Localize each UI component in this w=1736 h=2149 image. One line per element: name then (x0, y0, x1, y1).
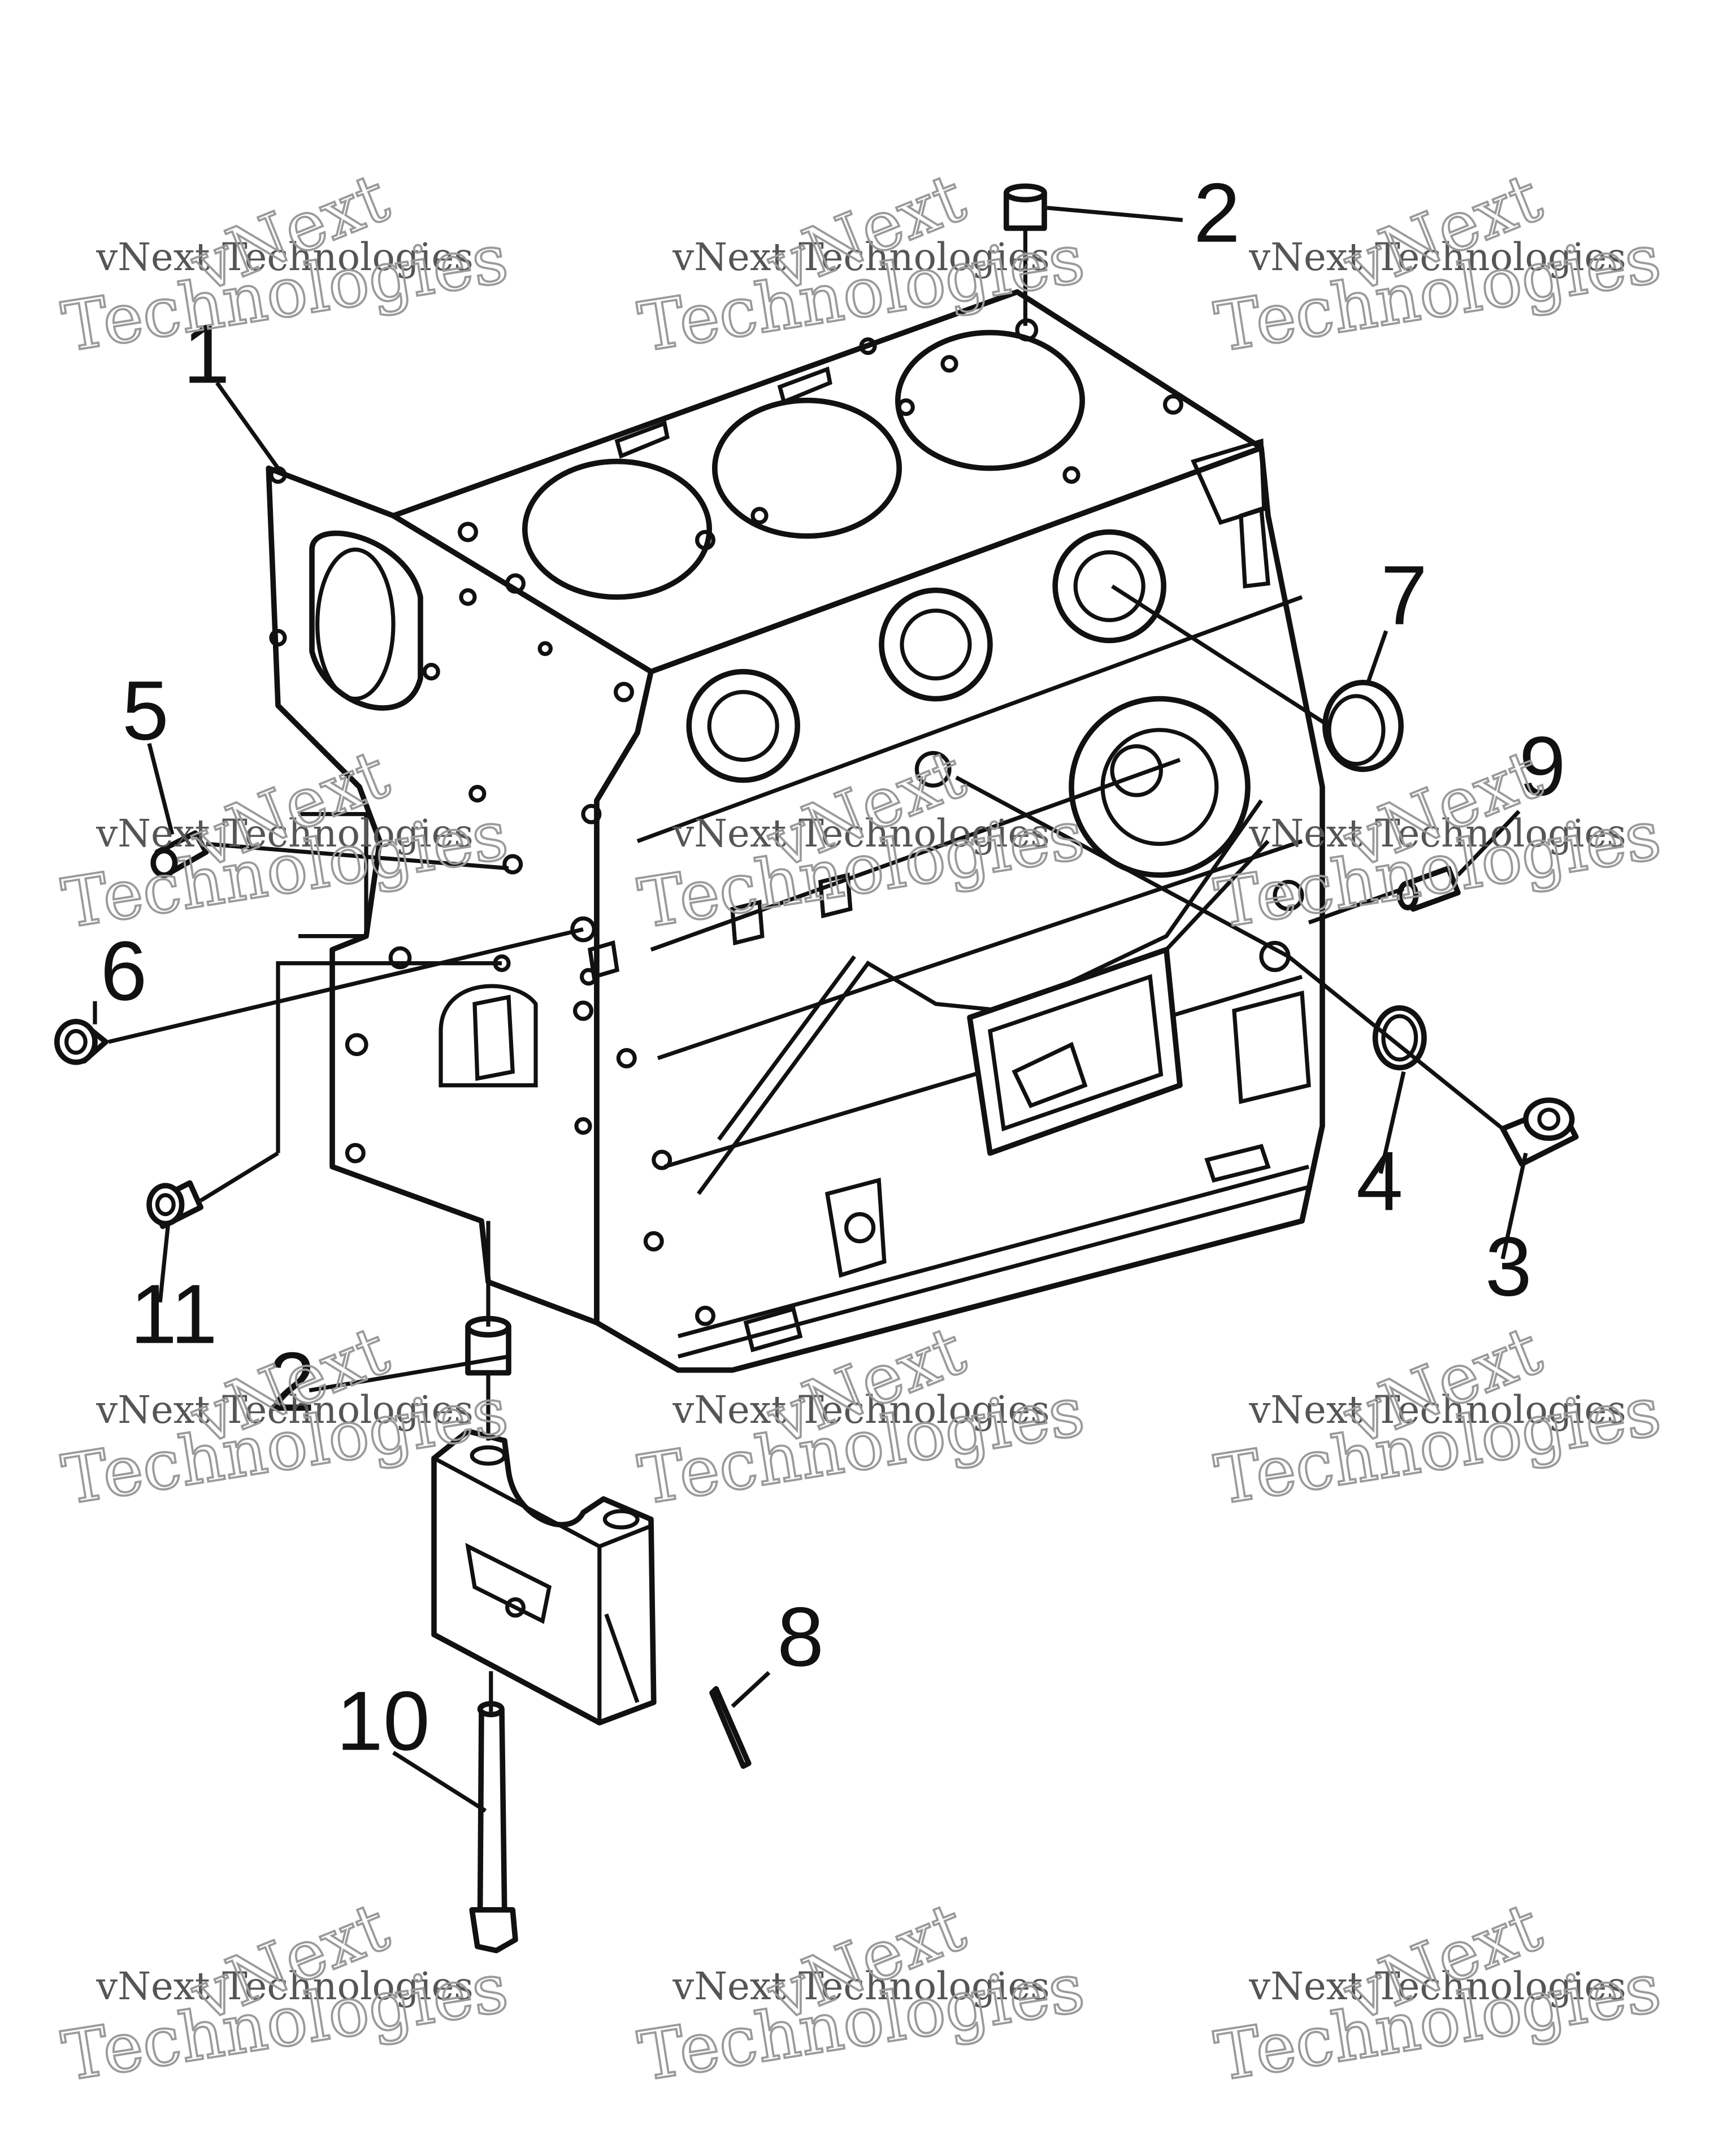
watermark: vNext Technologies vNext Technologies (56, 1886, 514, 2098)
watermarks: vNext Technologies vNext Technologies vN… (56, 157, 1666, 2098)
svg-text:vNext Technologies: vNext Technologies (96, 235, 473, 279)
callout-2-top: 2 (1194, 166, 1240, 260)
callout-1: 1 (183, 306, 230, 401)
leader-lines (93, 206, 1528, 1813)
callout-8: 8 (777, 1590, 824, 1684)
callout-7: 7 (1381, 548, 1427, 642)
callout-4: 4 (1356, 1134, 1403, 1228)
bolt-icon (469, 1701, 518, 1953)
svg-text:vNext Technologies: vNext Technologies (96, 811, 473, 856)
svg-text:vNext Technologies: vNext Technologies (1248, 811, 1626, 856)
watermark: vNext Technologies vNext Technologies (632, 1886, 1090, 2098)
svg-text:vNext Technologies: vNext Technologies (1248, 235, 1626, 279)
plug-5-icon (150, 830, 209, 878)
plug-6-icon (54, 1018, 108, 1065)
engine-block-icon (266, 289, 1325, 1373)
callout-10: 10 (336, 1674, 430, 1768)
svg-text:vNext Technologies: vNext Technologies (1248, 1388, 1626, 1432)
watermark: vNext Technologies vNext Technologies (1209, 157, 1666, 368)
dowel-9-icon (1397, 865, 1461, 912)
callout-5: 5 (122, 663, 169, 758)
callout-9: 9 (1519, 719, 1566, 813)
svg-text:vNext Technologies: vNext Technologies (672, 811, 1049, 856)
large-plug-icon (1322, 680, 1404, 772)
svg-text:vNext Technologies: vNext Technologies (1248, 1964, 1626, 2008)
svg-text:vNext Technologies: vNext Technologies (96, 1388, 473, 1432)
dowel-sleeve-top-icon (1003, 183, 1047, 231)
bearing-cap-icon (431, 1428, 657, 1726)
callout-numbers: 1 2 2 3 4 5 6 7 8 9 10 11 (101, 166, 1566, 1768)
plug-icon (1500, 1097, 1579, 1167)
watermark: vNext Technologies vNext Technologies (1209, 1310, 1666, 1521)
pin-icon (709, 1686, 752, 1769)
watermark: vNext Technologies vNext Technologies (1209, 733, 1666, 945)
callout-2-bottom: 2 (268, 1335, 315, 1429)
watermark: vNext Technologies vNext Technologies (1209, 1886, 1666, 2098)
washer-icon (1372, 1005, 1427, 1071)
callout-6: 6 (101, 923, 147, 1018)
svg-text:vNext Technologies: vNext Technologies (672, 1964, 1049, 2008)
callout-11: 11 (130, 1267, 217, 1361)
svg-text:vNext Technologies: vNext Technologies (672, 235, 1049, 279)
svg-text:vNext Technologies: vNext Technologies (672, 1388, 1049, 1432)
plug-11-icon (146, 1180, 203, 1229)
watermark: vNext Technologies vNext Technologies (56, 157, 514, 368)
svg-text:vNext Technologies: vNext Technologies (96, 1964, 473, 2008)
callout-3: 3 (1485, 1219, 1532, 1314)
